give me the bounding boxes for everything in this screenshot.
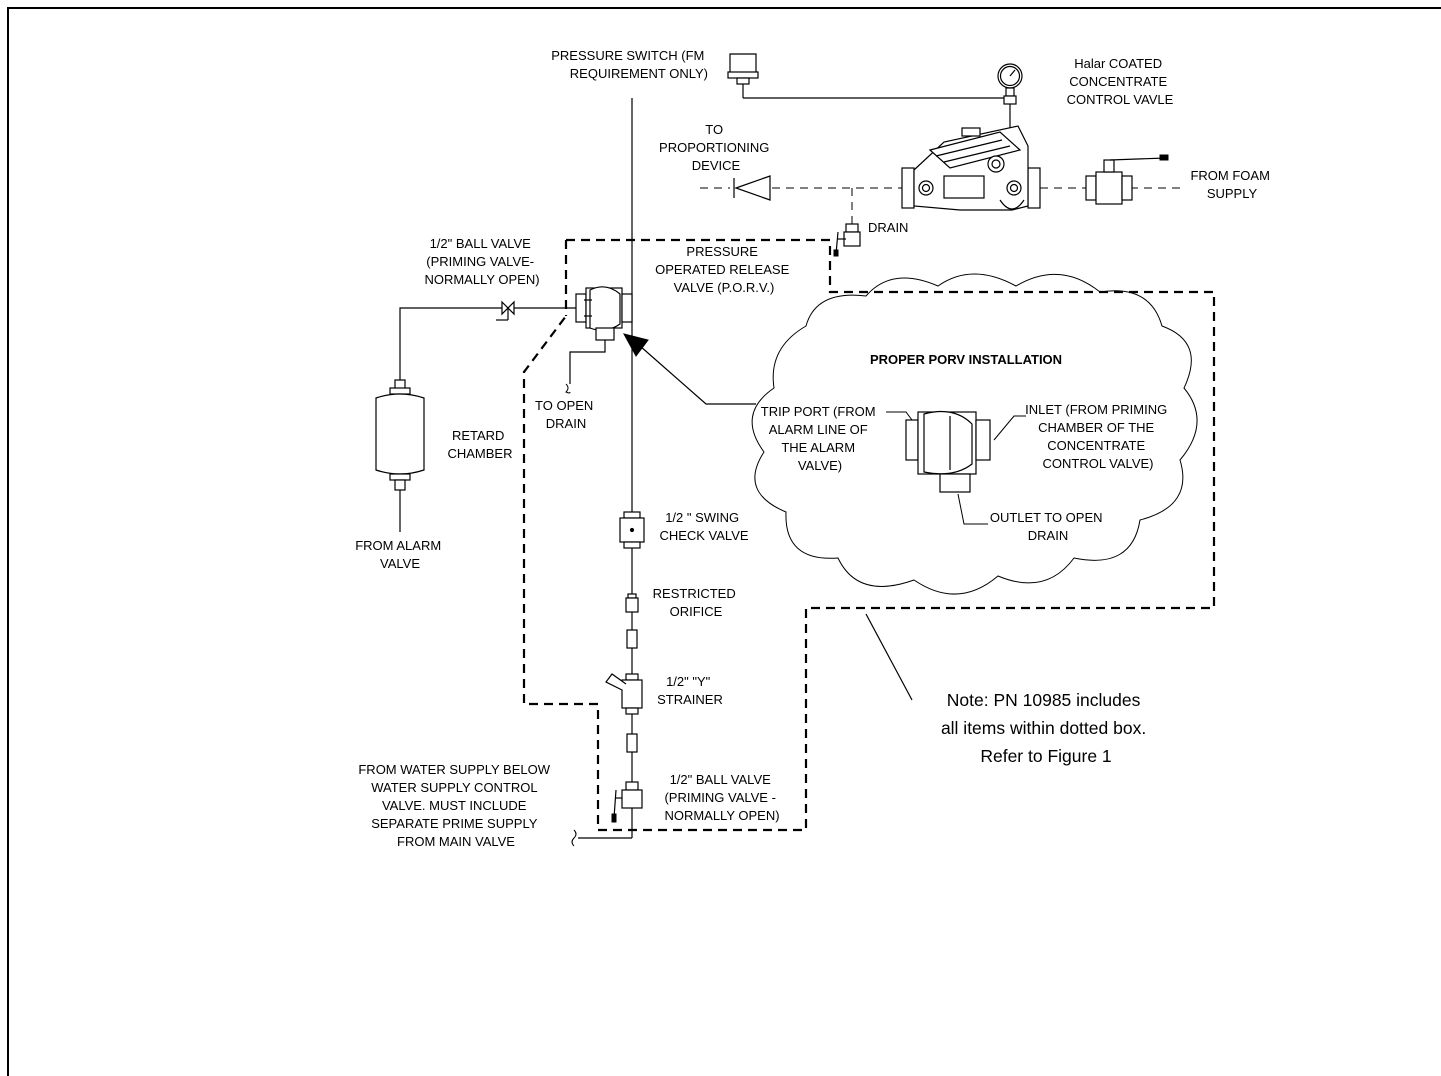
pn-note: Note: PN 10985 includes all items within…: [941, 690, 1151, 766]
trip-port-label: TRIP PORT (FROM ALARM LINE OF THE ALARM …: [761, 404, 879, 473]
swing-check-valve-icon: [619, 511, 645, 549]
porv-drain-line: [565, 340, 606, 394]
swing-check-label: 1/2 " SWING CHECK VALVE: [659, 510, 748, 543]
from-alarm-valve-label: FROM ALARM VALVE: [355, 538, 445, 571]
to-open-drain-label: TO OPEN DRAIN: [535, 398, 597, 431]
note-pointer: [865, 613, 913, 701]
pipe-coupling-icon: [626, 629, 638, 753]
porv-pointer-arrow: [623, 333, 756, 405]
outlet-label: OUTLET TO OPEN DRAIN: [990, 510, 1106, 543]
pressure-gauge-icon: [997, 63, 1023, 128]
main-supply-line: [571, 98, 633, 847]
drawing-border: [7, 7, 1441, 1076]
retard-chamber-label: RETARD CHAMBER: [447, 428, 512, 461]
dotted-package-boundary: [522, 238, 1216, 832]
concentrate-line: [700, 187, 1180, 224]
porv-label: PRESSURE OPERATED RELEASE VALVE (P.O.R.V…: [655, 244, 793, 295]
retard-chamber-icon: [375, 379, 425, 532]
restricted-orifice-icon: [625, 593, 639, 613]
porv-icon: [575, 286, 633, 341]
check-valve-icon: [733, 175, 771, 201]
inset-title: PROPER PORV INSTALLATION: [870, 352, 1062, 367]
bottom-ball-valve-label: 1/2" BALL VALVE (PRIMING VALVE - NORMALL…: [664, 772, 779, 823]
drain-label: DRAIN: [868, 220, 908, 235]
control-valve-label: Halar COATED CONCENTRATE CONTROL VAVLE: [1067, 56, 1174, 107]
water-supply-label: FROM WATER SUPPLY BELOW WATER SUPPLY CON…: [358, 762, 553, 849]
y-strainer-icon: [605, 673, 643, 715]
from-foam-supply-label: FROM FOAM SUPPLY: [1190, 168, 1273, 201]
restricted-orifice-label: RESTRICTED ORIFICE: [653, 586, 740, 619]
pressure-switch-label: PRESSURE SWITCH (FM REQUIREMENT ONLY): [551, 48, 708, 81]
porv-installation-inset: [751, 273, 1198, 595]
priming-ball-valve-icon: [399, 300, 576, 388]
y-strainer-label: 1/2" "Y" STRAINER: [657, 674, 723, 707]
bottom-ball-valve-icon: [611, 781, 643, 823]
to-proportioning-label: TO PROPORTIONING DEVICE: [659, 122, 773, 173]
foam-ball-valve-icon: [1085, 154, 1169, 205]
concentrate-control-valve-icon: [901, 125, 1041, 211]
pressure-switch-icon: [727, 53, 1010, 99]
inlet-label: INLET (FROM PRIMING CHAMBER OF THE CONCE…: [1025, 402, 1171, 471]
drain-valve-icon: [833, 223, 861, 257]
priming-ball-valve-label: 1/2" BALL VALVE (PRIMING VALVE- NORMALLY…: [424, 236, 539, 287]
